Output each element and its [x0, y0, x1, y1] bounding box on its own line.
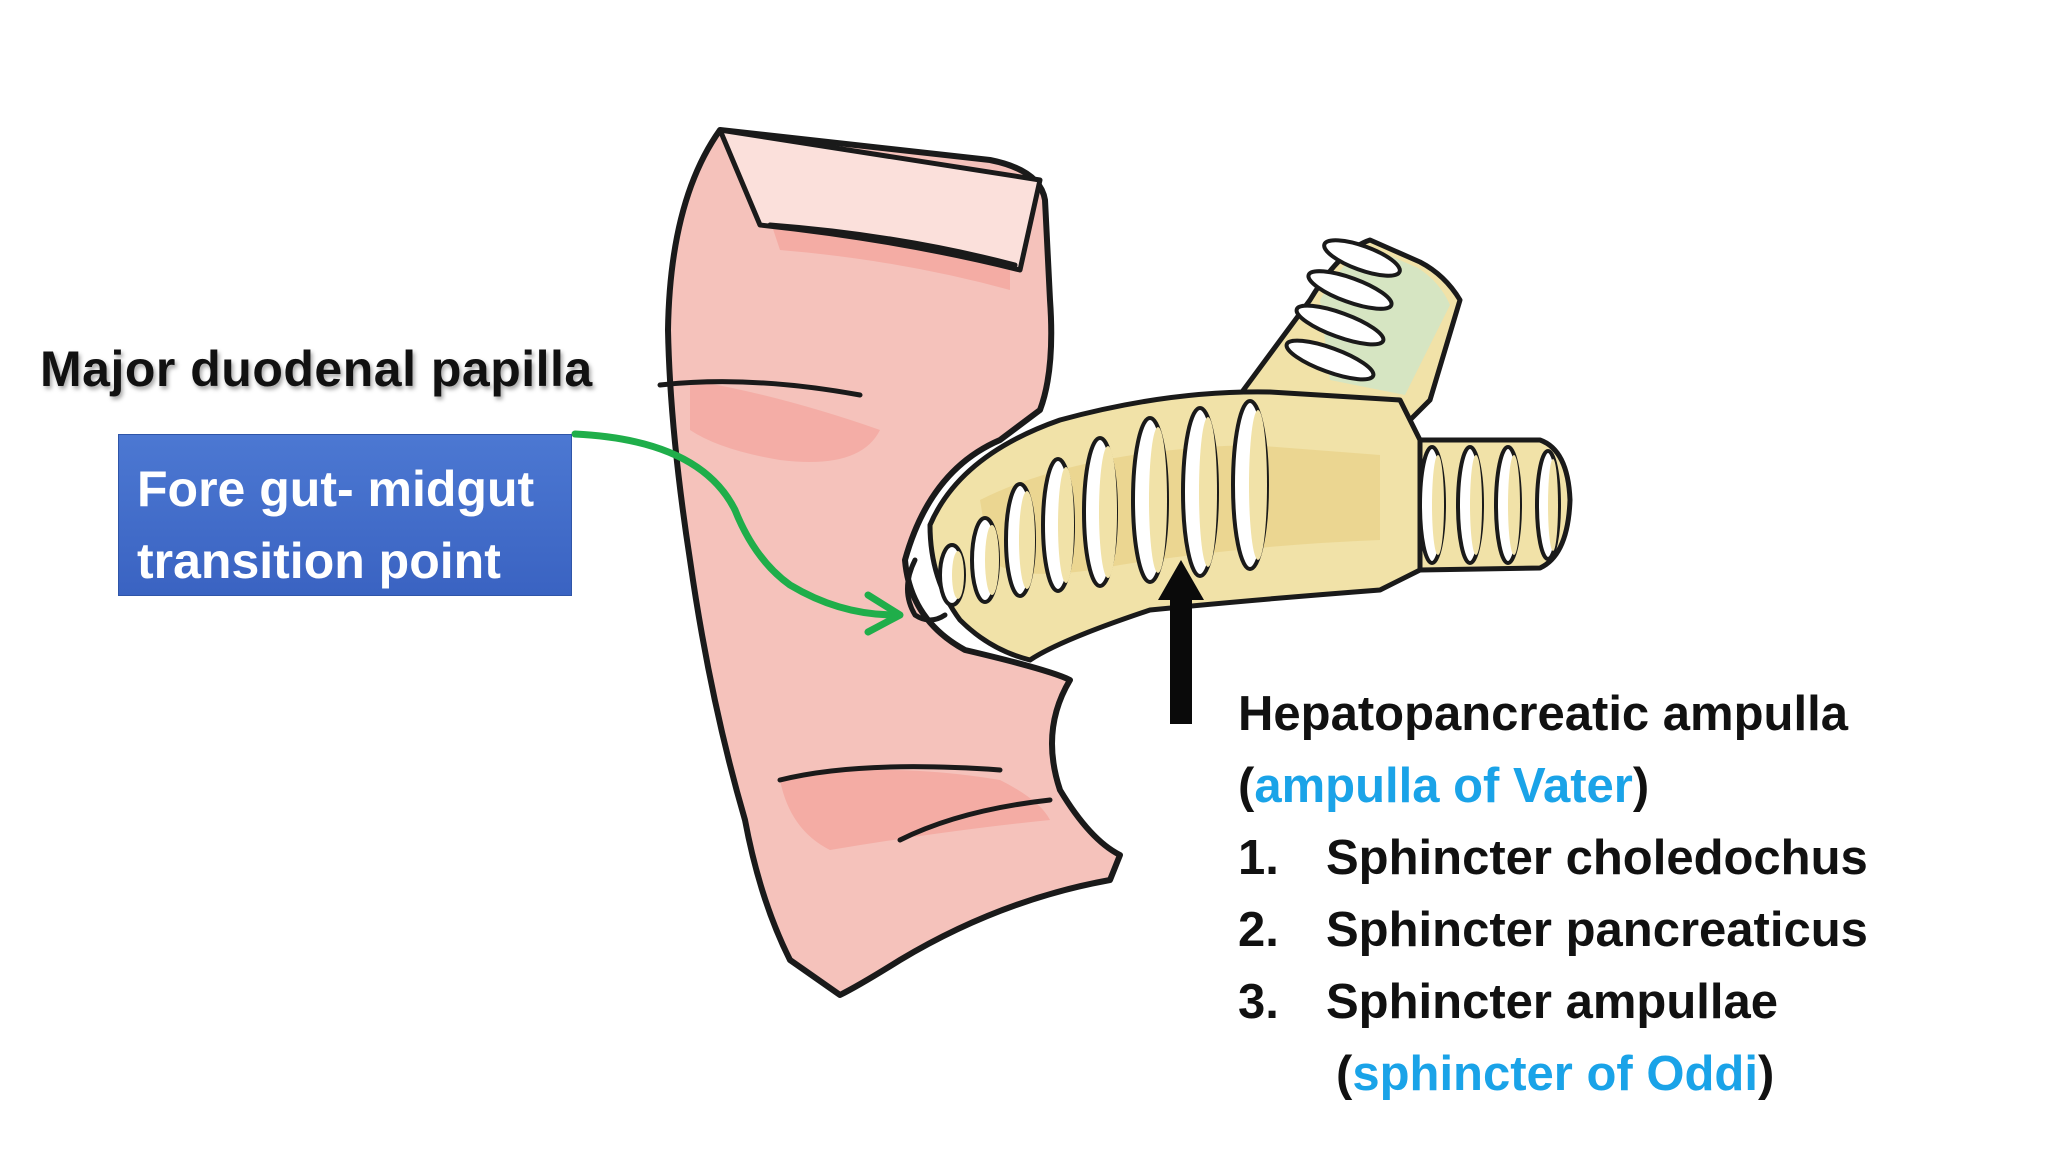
ampulla-arrow-head — [1158, 560, 1204, 600]
duodenum-fold-shade-3 — [780, 770, 1050, 850]
sphincter-name: Sphincter choledochus — [1326, 831, 1868, 885]
duct-shading — [980, 445, 1380, 574]
bile-duct-rings — [1284, 238, 1402, 382]
pancreatic-ring-gaps — [1432, 455, 1558, 555]
duodenum-fold-shade-1 — [770, 220, 1010, 290]
sphincter-item: 1. Sphincter choledochus — [1238, 822, 1868, 894]
paren-close: ) — [1757, 1047, 1775, 1101]
paren-close: ) — [1632, 759, 1650, 813]
sphincter-of-oddi: sphincter of Oddi — [1352, 1047, 1758, 1101]
transition-point-box: Fore gut- midgut transition point — [118, 434, 572, 596]
papilla-label: Major duodenal papilla — [40, 341, 593, 397]
ampulla-of-vater: ampulla of Vater — [1254, 759, 1633, 813]
transition-arrow — [571, 430, 899, 619]
sphincter-of-oddi-row: (sphincter of Oddi) — [1238, 1038, 1868, 1110]
sphincter-name: Sphincter ampullae — [1326, 975, 1779, 1029]
paren-open: ( — [1336, 1047, 1353, 1101]
transition-arrow-head — [864, 591, 904, 636]
paren-open: ( — [1238, 759, 1255, 813]
duodenum-folds — [657, 222, 1053, 843]
ampulla-description: Hepatopancreatic ampulla (ampulla of Vat… — [1238, 678, 1868, 1110]
sphincter-number: 2. — [1238, 903, 1279, 957]
papilla-opening — [905, 557, 948, 623]
transition-line-2: transition point — [137, 533, 501, 589]
ampulla-alt-name: (ampulla of Vater) — [1238, 750, 1868, 822]
duodenum-fold-shade-2 — [690, 380, 880, 462]
transition-line-1: Fore gut- midgut — [137, 461, 535, 517]
sphincter-number: 1. — [1238, 831, 1279, 885]
sphincter-item: 2. Sphincter pancreaticus — [1238, 894, 1868, 966]
sphincter-name: Sphincter pancreaticus — [1326, 903, 1868, 957]
sphincter-ring-gaps — [952, 410, 1267, 599]
sphincter-number: 3. — [1238, 975, 1279, 1029]
sphincter-item: 3. Sphincter ampullae — [1238, 966, 1868, 1038]
ampulla-title: Hepatopancreatic ampulla — [1238, 687, 1848, 741]
ampulla-arrow-shaft — [1170, 596, 1192, 724]
